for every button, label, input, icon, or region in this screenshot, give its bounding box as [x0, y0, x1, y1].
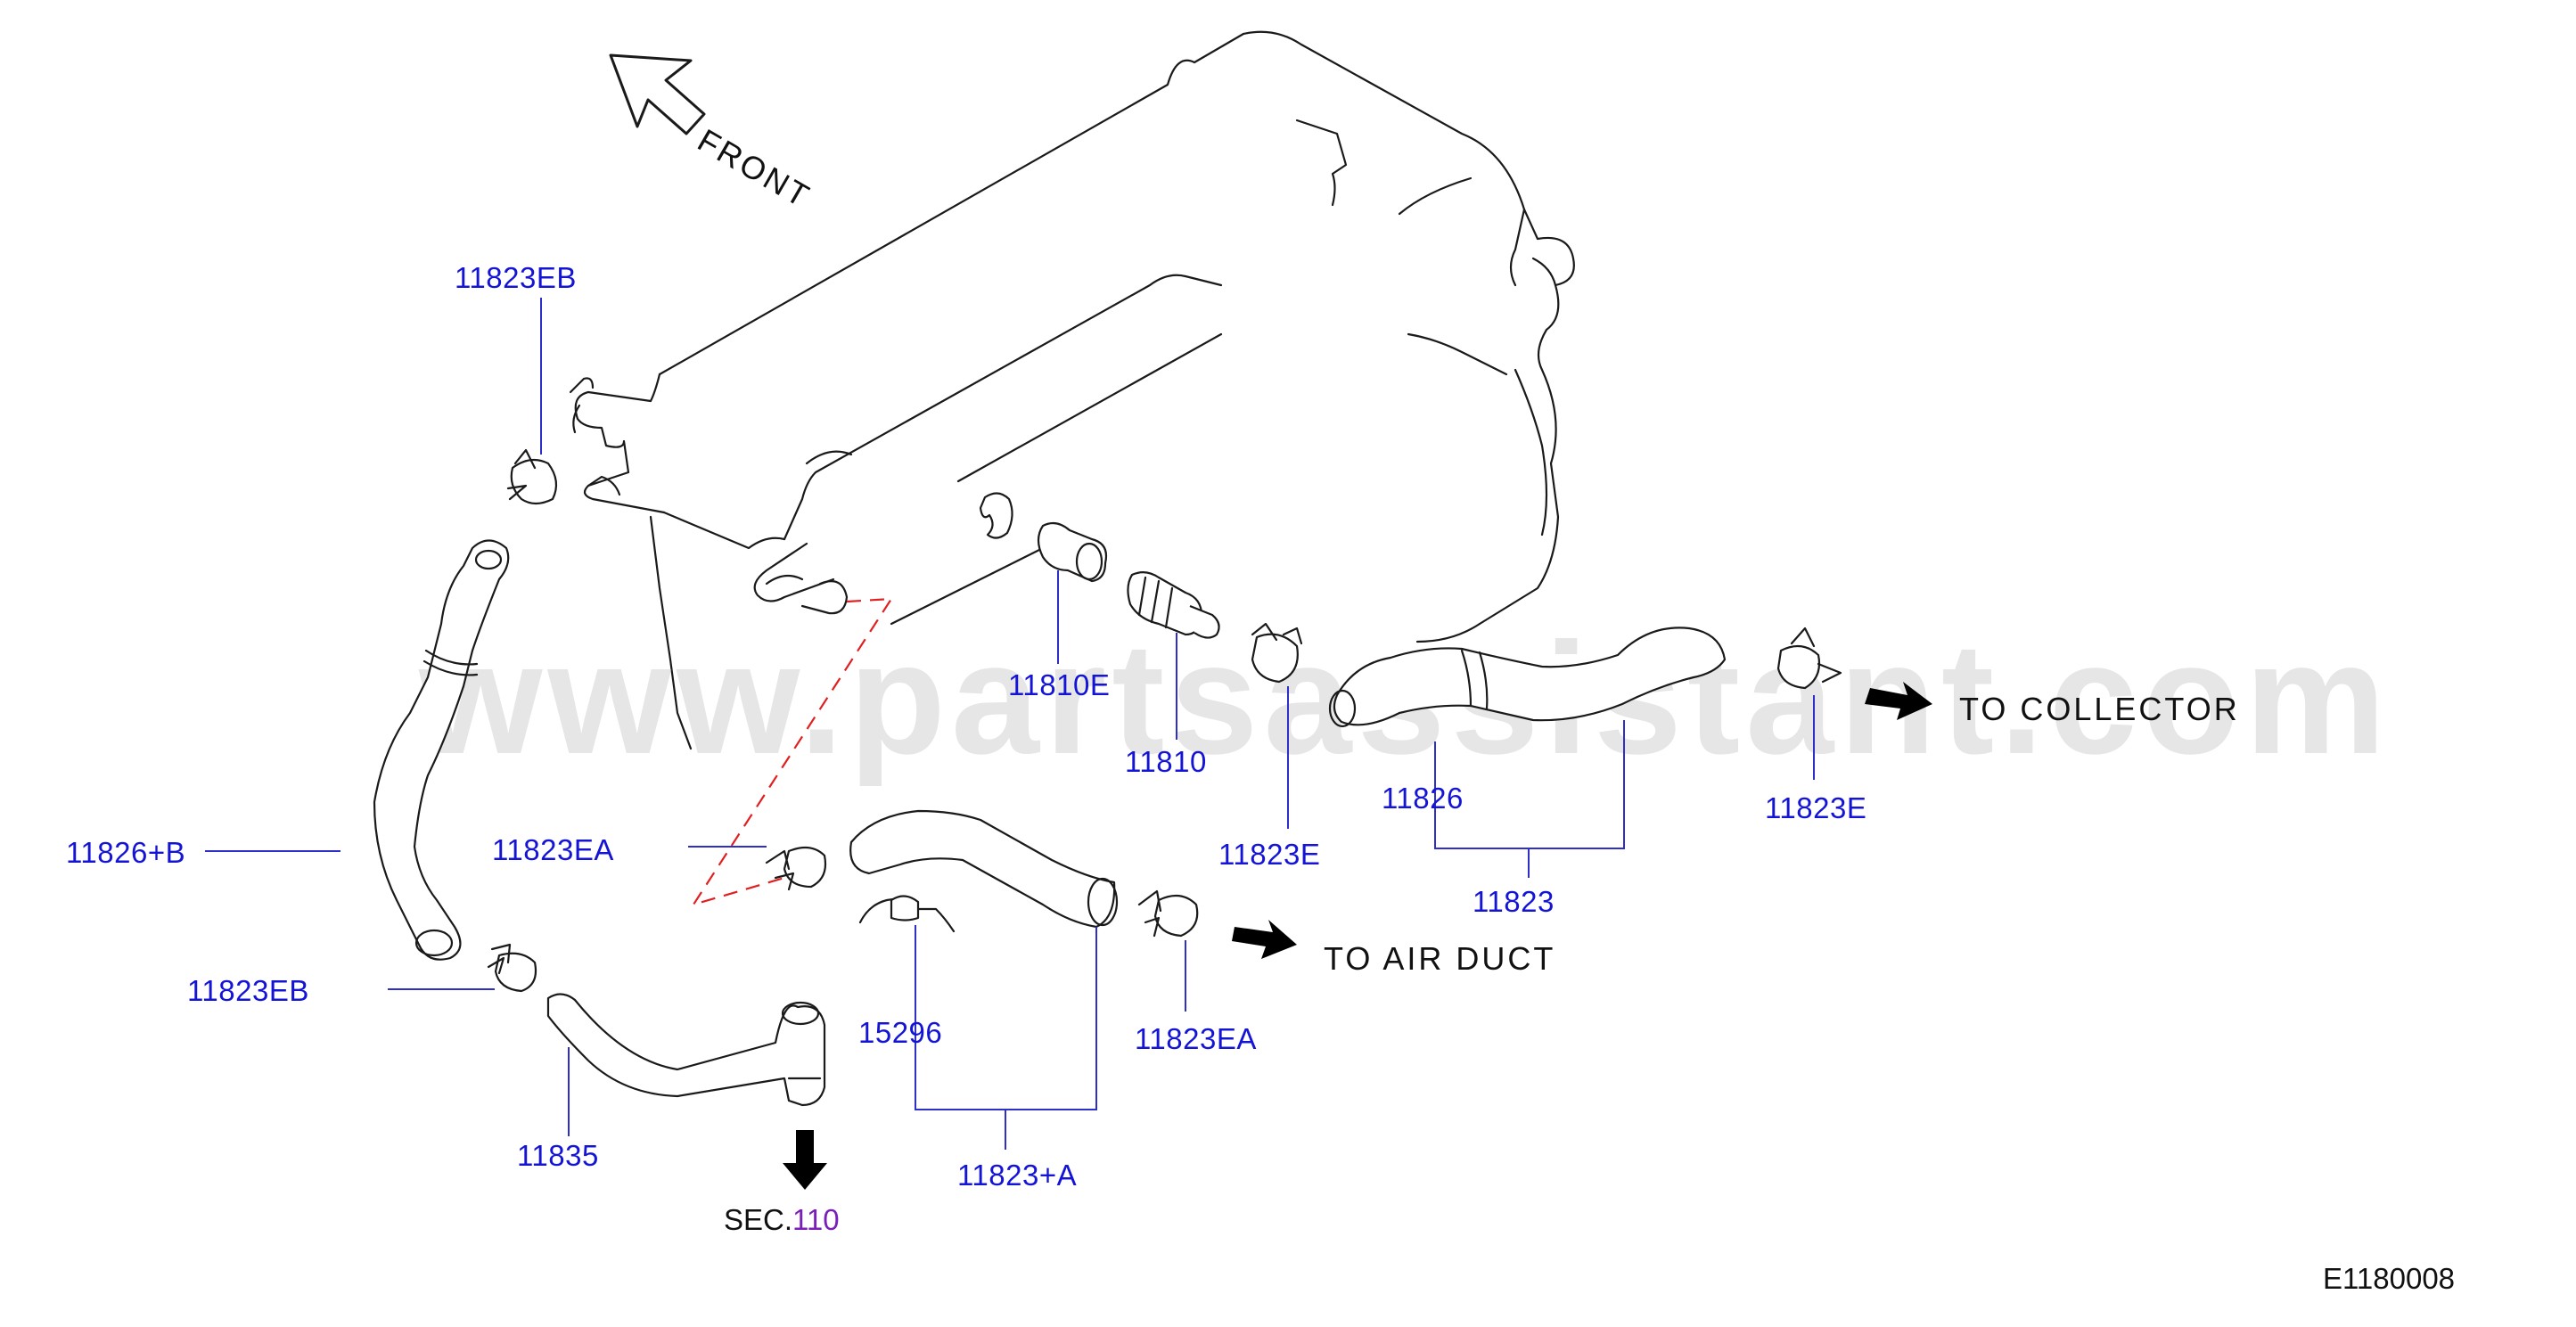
sec-number: 110	[792, 1203, 840, 1236]
part-15296	[858, 895, 956, 933]
label-11823ea-left: 11823EA	[492, 833, 614, 866]
clamp-11823eb-top	[506, 448, 558, 505]
clamp-11823e-right	[1776, 627, 1842, 690]
label-11823eb-top: 11823EB	[455, 261, 577, 294]
front-label: FRONT	[692, 121, 817, 215]
label-11823ea-right: 11823EA	[1135, 1022, 1257, 1055]
pcv-port	[979, 492, 1013, 539]
hose-11835	[546, 993, 826, 1107]
label-11810: 11810	[1125, 745, 1207, 778]
label-11823a: 11823+A	[957, 1159, 1077, 1192]
label-11823e-mid: 11823E	[1218, 838, 1320, 871]
grommet-11810e	[1037, 521, 1108, 583]
diagram-code: E1180008	[2323, 1262, 2455, 1295]
to-air-duct-arrow-icon	[1232, 920, 1297, 959]
engine-outline	[574, 30, 1575, 750]
label-11823: 11823	[1473, 885, 1555, 918]
sec-prefix: SEC.	[724, 1203, 792, 1236]
to-collector-label: TO COLLECTOR	[1959, 691, 2240, 727]
clamp-11823ea-left	[765, 846, 827, 891]
sec-reference: SEC.110	[724, 1203, 840, 1236]
hose-11826b	[373, 539, 510, 961]
hose-11826	[1328, 627, 1727, 728]
breather-tube	[753, 542, 849, 615]
hose-11823a	[849, 809, 1119, 929]
clamp-11823eb-bottom	[487, 943, 537, 993]
label-15296: 15296	[858, 1016, 942, 1049]
label-11835: 11835	[517, 1139, 599, 1172]
front-arrow-icon	[609, 53, 706, 135]
pcv-valve-11810	[1127, 571, 1220, 639]
clamp-11823e-mid	[1251, 622, 1303, 684]
label-11810e: 11810E	[1008, 668, 1110, 701]
clamp-11823ea-right	[1137, 889, 1199, 938]
leader-lines	[205, 298, 1815, 1150]
label-11823e-right: 11823E	[1765, 791, 1866, 824]
sec-arrow-icon	[783, 1130, 827, 1190]
label-11826: 11826	[1382, 782, 1464, 815]
to-collector-arrow-icon	[1865, 682, 1932, 720]
label-11823eb-bottom: 11823EB	[187, 974, 309, 1007]
to-air-duct-label: TO AIR DUCT	[1324, 940, 1555, 977]
front-breather-nipple	[569, 377, 595, 434]
label-11826b: 11826+B	[66, 836, 185, 869]
